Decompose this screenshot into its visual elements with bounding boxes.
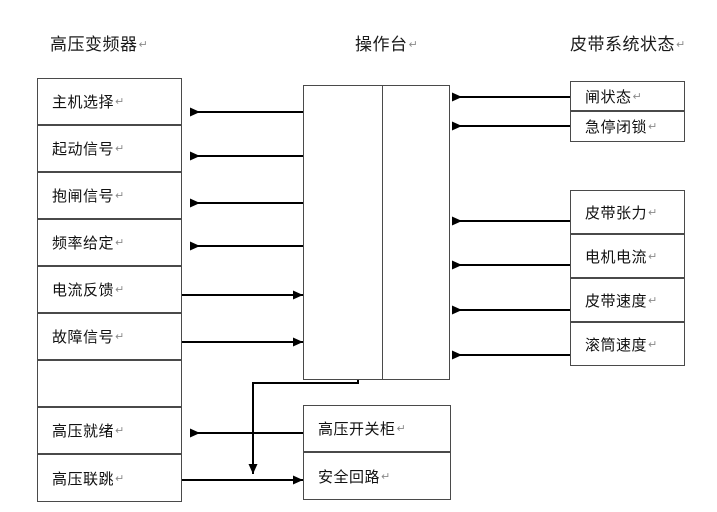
center-item-label: 高压开关柜 <box>318 420 396 438</box>
pilcrow-mark: ↵ <box>138 38 149 51</box>
header-right: 皮带系统状态↵ <box>570 30 686 55</box>
right-item-estop-lock[interactable]: 急停闭锁↵ <box>570 111 685 142</box>
left-item-label: 高压就绪 <box>52 422 115 440</box>
pilcrow-mark: ↵ <box>648 293 658 307</box>
console-divider <box>382 86 383 379</box>
right-item-label: 皮带张力 <box>585 203 648 222</box>
right-item-motor-current[interactable]: 电机电流↵ <box>570 234 685 278</box>
right-item-belt-speed[interactable]: 皮带速度↵ <box>570 278 685 322</box>
left-item-label: 故障信号 <box>52 328 115 346</box>
pilcrow-mark: ↵ <box>632 89 643 103</box>
right-item-belt-tension[interactable]: 皮带张力↵ <box>570 190 685 234</box>
right-item-label: 皮带速度 <box>585 291 648 310</box>
left-item-frequency-set[interactable]: 频率给定↵ <box>37 219 182 266</box>
left-item-label: 起动信号 <box>52 140 115 158</box>
right-item-label: 闸状态 <box>585 87 632 106</box>
pilcrow-mark: ↵ <box>648 120 658 133</box>
right-item-label: 急停闭锁 <box>585 118 648 136</box>
center-item-safety-circuit[interactable]: 安全回路↵ <box>303 452 451 500</box>
pilcrow-mark: ↵ <box>396 422 407 435</box>
center-item-hv-switchgear[interactable]: 高压开关柜↵ <box>303 405 451 452</box>
left-item-hv-trip[interactable]: 高压联跳↵ <box>37 454 182 502</box>
pilcrow-mark: ↵ <box>648 337 658 351</box>
pilcrow-mark: ↵ <box>648 249 658 263</box>
header-left: 高压变频器↵ <box>50 30 148 55</box>
left-item-label: 主机选择 <box>52 93 115 111</box>
left-item-spacer <box>37 360 182 407</box>
pilcrow-mark: ↵ <box>408 38 419 51</box>
pilcrow-mark: ↵ <box>676 38 686 51</box>
pilcrow-mark: ↵ <box>115 330 125 343</box>
left-item-label: 频率给定 <box>52 234 115 252</box>
header-left-text: 高压变频器 <box>50 35 138 55</box>
right-item-label: 滚筒速度 <box>585 335 648 354</box>
left-item-fault-signal[interactable]: 故障信号↵ <box>37 313 182 360</box>
pilcrow-mark: ↵ <box>115 95 125 108</box>
console-box[interactable] <box>303 85 450 380</box>
left-item-host-select[interactable]: 主机选择↵ <box>37 78 182 125</box>
header-center-text: 操作台 <box>355 35 408 55</box>
pilcrow-mark: ↵ <box>115 471 125 485</box>
right-item-label: 电机电流 <box>585 247 648 266</box>
left-item-brake-signal[interactable]: 抱闸信号↵ <box>37 172 182 219</box>
right-item-gate-status[interactable]: 闸状态↵ <box>570 81 685 111</box>
left-item-label: 电流反馈 <box>52 281 115 299</box>
pilcrow-mark: ↵ <box>115 283 125 296</box>
pilcrow-mark: ↵ <box>648 205 658 219</box>
left-item-hv-ready[interactable]: 高压就绪↵ <box>37 407 182 454</box>
left-item-label: 抱闸信号 <box>52 187 115 205</box>
left-item-label: 高压联跳 <box>52 469 115 488</box>
center-item-label: 安全回路 <box>318 467 381 486</box>
left-item-start-signal[interactable]: 起动信号↵ <box>37 125 182 172</box>
left-item-current-feedback[interactable]: 电流反馈↵ <box>37 266 182 313</box>
pilcrow-mark: ↵ <box>381 469 391 483</box>
pilcrow-mark: ↵ <box>115 189 125 202</box>
pilcrow-mark: ↵ <box>115 236 125 249</box>
pilcrow-mark: ↵ <box>115 424 125 437</box>
header-center: 操作台↵ <box>355 30 418 55</box>
right-item-drum-speed[interactable]: 滚筒速度↵ <box>570 322 685 366</box>
header-right-text: 皮带系统状态 <box>570 35 675 55</box>
pilcrow-mark: ↵ <box>115 142 125 155</box>
